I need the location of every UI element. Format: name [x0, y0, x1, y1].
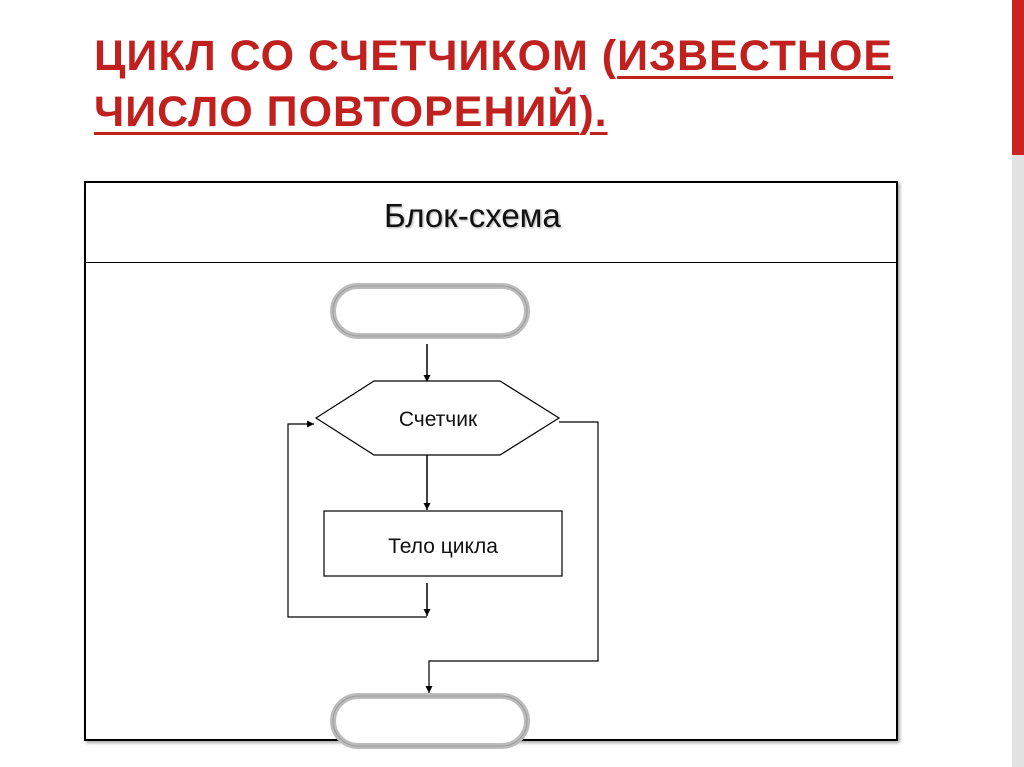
title-part-2-underlined: известное число повторений [94, 32, 894, 136]
title-part-3: ). [579, 88, 608, 136]
end-terminal-inner [332, 695, 528, 747]
exit-connector [425, 421, 599, 693]
loop-body-box [323, 510, 563, 577]
start-terminal [330, 283, 530, 339]
end-terminal [330, 693, 530, 749]
diagram-header-row: Блок-схема [86, 183, 896, 263]
slide-title: Цикл со счетчиком (известное число повто… [94, 28, 974, 140]
counter-label: Счетчик [399, 408, 478, 431]
diagram-header-label: Блок-схема [384, 197, 561, 234]
title-part-1: Цикл со счетчиком ( [94, 32, 618, 80]
counter-hexagon [314, 380, 561, 456]
start-terminal-inner [332, 285, 528, 337]
accent-bar-red [1012, 0, 1024, 155]
loop-body-label: Тело цикла [388, 535, 498, 558]
diagram-frame: Блок-схема [84, 181, 898, 741]
accent-bar-gray [1012, 155, 1024, 767]
loop-back-connector [287, 420, 427, 618]
